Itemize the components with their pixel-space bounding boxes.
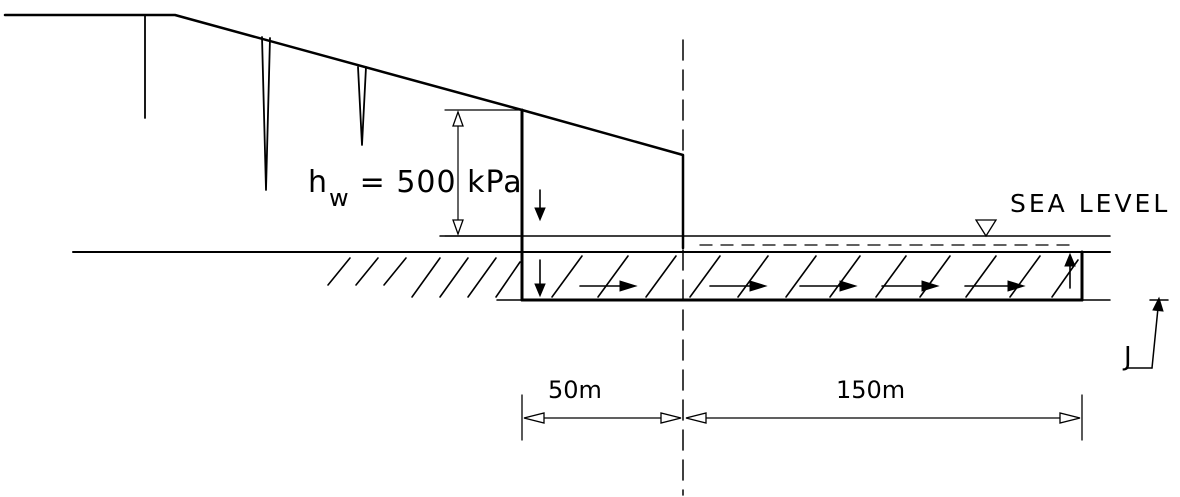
flow-arrowhead-3 — [839, 280, 858, 292]
sea-level-label: SEA LEVEL — [1010, 189, 1171, 218]
flow-arrowhead-5 — [1007, 280, 1026, 292]
down-arrowhead-top — [534, 207, 546, 222]
up-arrowhead — [1064, 252, 1076, 267]
dim-arrow-150-left — [685, 412, 707, 424]
head-value: = 500 kPa — [359, 165, 523, 200]
down-arrowhead-bottom — [534, 283, 546, 298]
dimension-50m: 50m — [548, 376, 602, 404]
head-symbol: h — [308, 165, 329, 200]
dim-arrow-150-right — [1059, 412, 1081, 424]
crack-3 — [357, 66, 367, 146]
j-stem — [1151, 307, 1159, 369]
sea-level-triangle — [974, 219, 998, 238]
head-arrow-down — [452, 219, 464, 236]
head-arrow-up — [452, 110, 464, 127]
dim-arrow-50-left — [523, 412, 545, 424]
head-subscript: w — [329, 184, 350, 212]
flow-arrowhead-1 — [619, 280, 638, 292]
j-arrowhead — [1152, 296, 1164, 312]
flow-arrowhead-4 — [921, 280, 940, 292]
head-label: hw = 500 kPa — [308, 165, 523, 211]
dim-arrow-50-right — [660, 412, 682, 424]
crack-2 — [261, 36, 271, 191]
ground-surface — [3, 13, 685, 250]
dimension-150m: 150m — [836, 376, 906, 404]
j-label: J — [1124, 342, 1132, 372]
flow-arrowhead-2 — [749, 280, 768, 292]
hatching — [327, 255, 1079, 298]
